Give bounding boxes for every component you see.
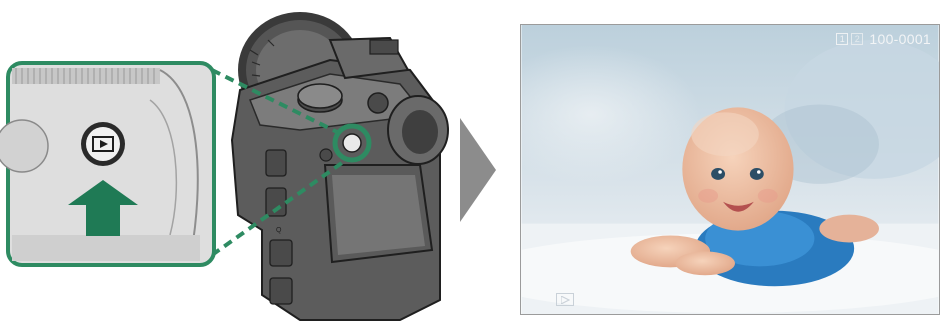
zoom-inset (0, 63, 214, 265)
frame-number: 100-0001 (869, 31, 931, 47)
playback-info-bar: 1 2 100-0001 (836, 31, 931, 47)
svg-text:Q: Q (276, 227, 282, 234)
playback-screen: 1 2 100-0001 (520, 24, 940, 315)
flow-arrow (458, 118, 498, 222)
camera-illustration: Q (0, 0, 500, 321)
playback-mode-icon (556, 293, 574, 306)
baby-photo (521, 25, 939, 314)
card-slot-1-icon: 1 (836, 33, 848, 45)
card-slot-2-icon: 2 (851, 33, 863, 45)
